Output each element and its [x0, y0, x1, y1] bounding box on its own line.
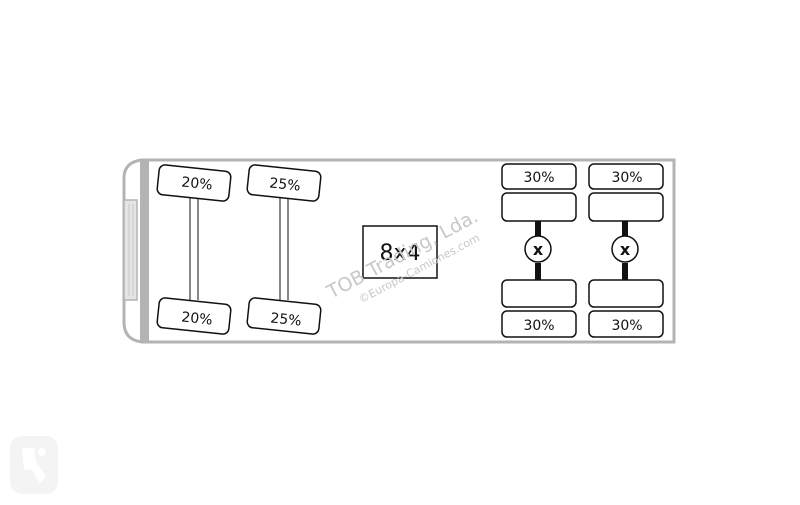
rear-axle-1-bottom-inner-tire — [501, 279, 577, 308]
front-axle-2: 25% 25% — [246, 164, 322, 335]
chassis-outline — [122, 158, 676, 344]
rear-axle-1-bottom-label: 30% — [523, 318, 554, 334]
rear-axle-2-differential-symbol: x — [620, 240, 631, 259]
rear-axle-2: 30% x 30% — [588, 163, 664, 338]
front-axle-1-top-label: 20% — [181, 174, 214, 193]
rear-axle-1-bottom-outer-tire — [501, 310, 577, 338]
rear-axle-1-differential — [524, 235, 552, 263]
front-axle-1-top-tire — [156, 164, 232, 202]
front-axle-2-top-tire — [246, 164, 322, 202]
rear-axle-2-bottom-outer-tire — [588, 310, 664, 338]
rear-axle-2-differential — [611, 235, 639, 263]
front-grille — [123, 199, 138, 301]
rear-axle-1-top-outer-tire — [501, 163, 577, 190]
rear-axle-2-top-outer-tire — [588, 163, 664, 190]
logo-icon — [10, 436, 58, 494]
front-axle-2-bottom-label: 25% — [270, 310, 303, 329]
rear-axle-1-top-inner-tire — [501, 192, 577, 222]
rear-axle-1-top-label: 30% — [523, 170, 554, 186]
axle-configuration-box: 8x4 — [362, 225, 438, 279]
rear-axle-2-top-inner-tire — [588, 192, 664, 222]
front-axle-2-top-label: 25% — [269, 175, 302, 194]
axle-configuration-label: 8x4 — [379, 241, 420, 266]
front-axle-1-bottom-label: 20% — [181, 309, 214, 328]
rear-axle-1: 30% x 30% — [501, 163, 577, 338]
front-axle-2-bottom-tire — [246, 297, 322, 335]
watermark: TOB Trading, Lda. ©Europa-Camiones.com — [322, 205, 481, 306]
rear-axle-2-bottom-label: 30% — [611, 318, 642, 334]
rear-axle-2-top-label: 30% — [611, 170, 642, 186]
rear-axle-1-differential-symbol: x — [533, 240, 544, 259]
cab-front — [140, 161, 149, 341]
rear-axle-2-bottom-inner-tire — [588, 279, 664, 308]
front-axle-1: 20% 20% — [156, 164, 232, 335]
front-axle-1-bottom-tire — [156, 297, 232, 335]
